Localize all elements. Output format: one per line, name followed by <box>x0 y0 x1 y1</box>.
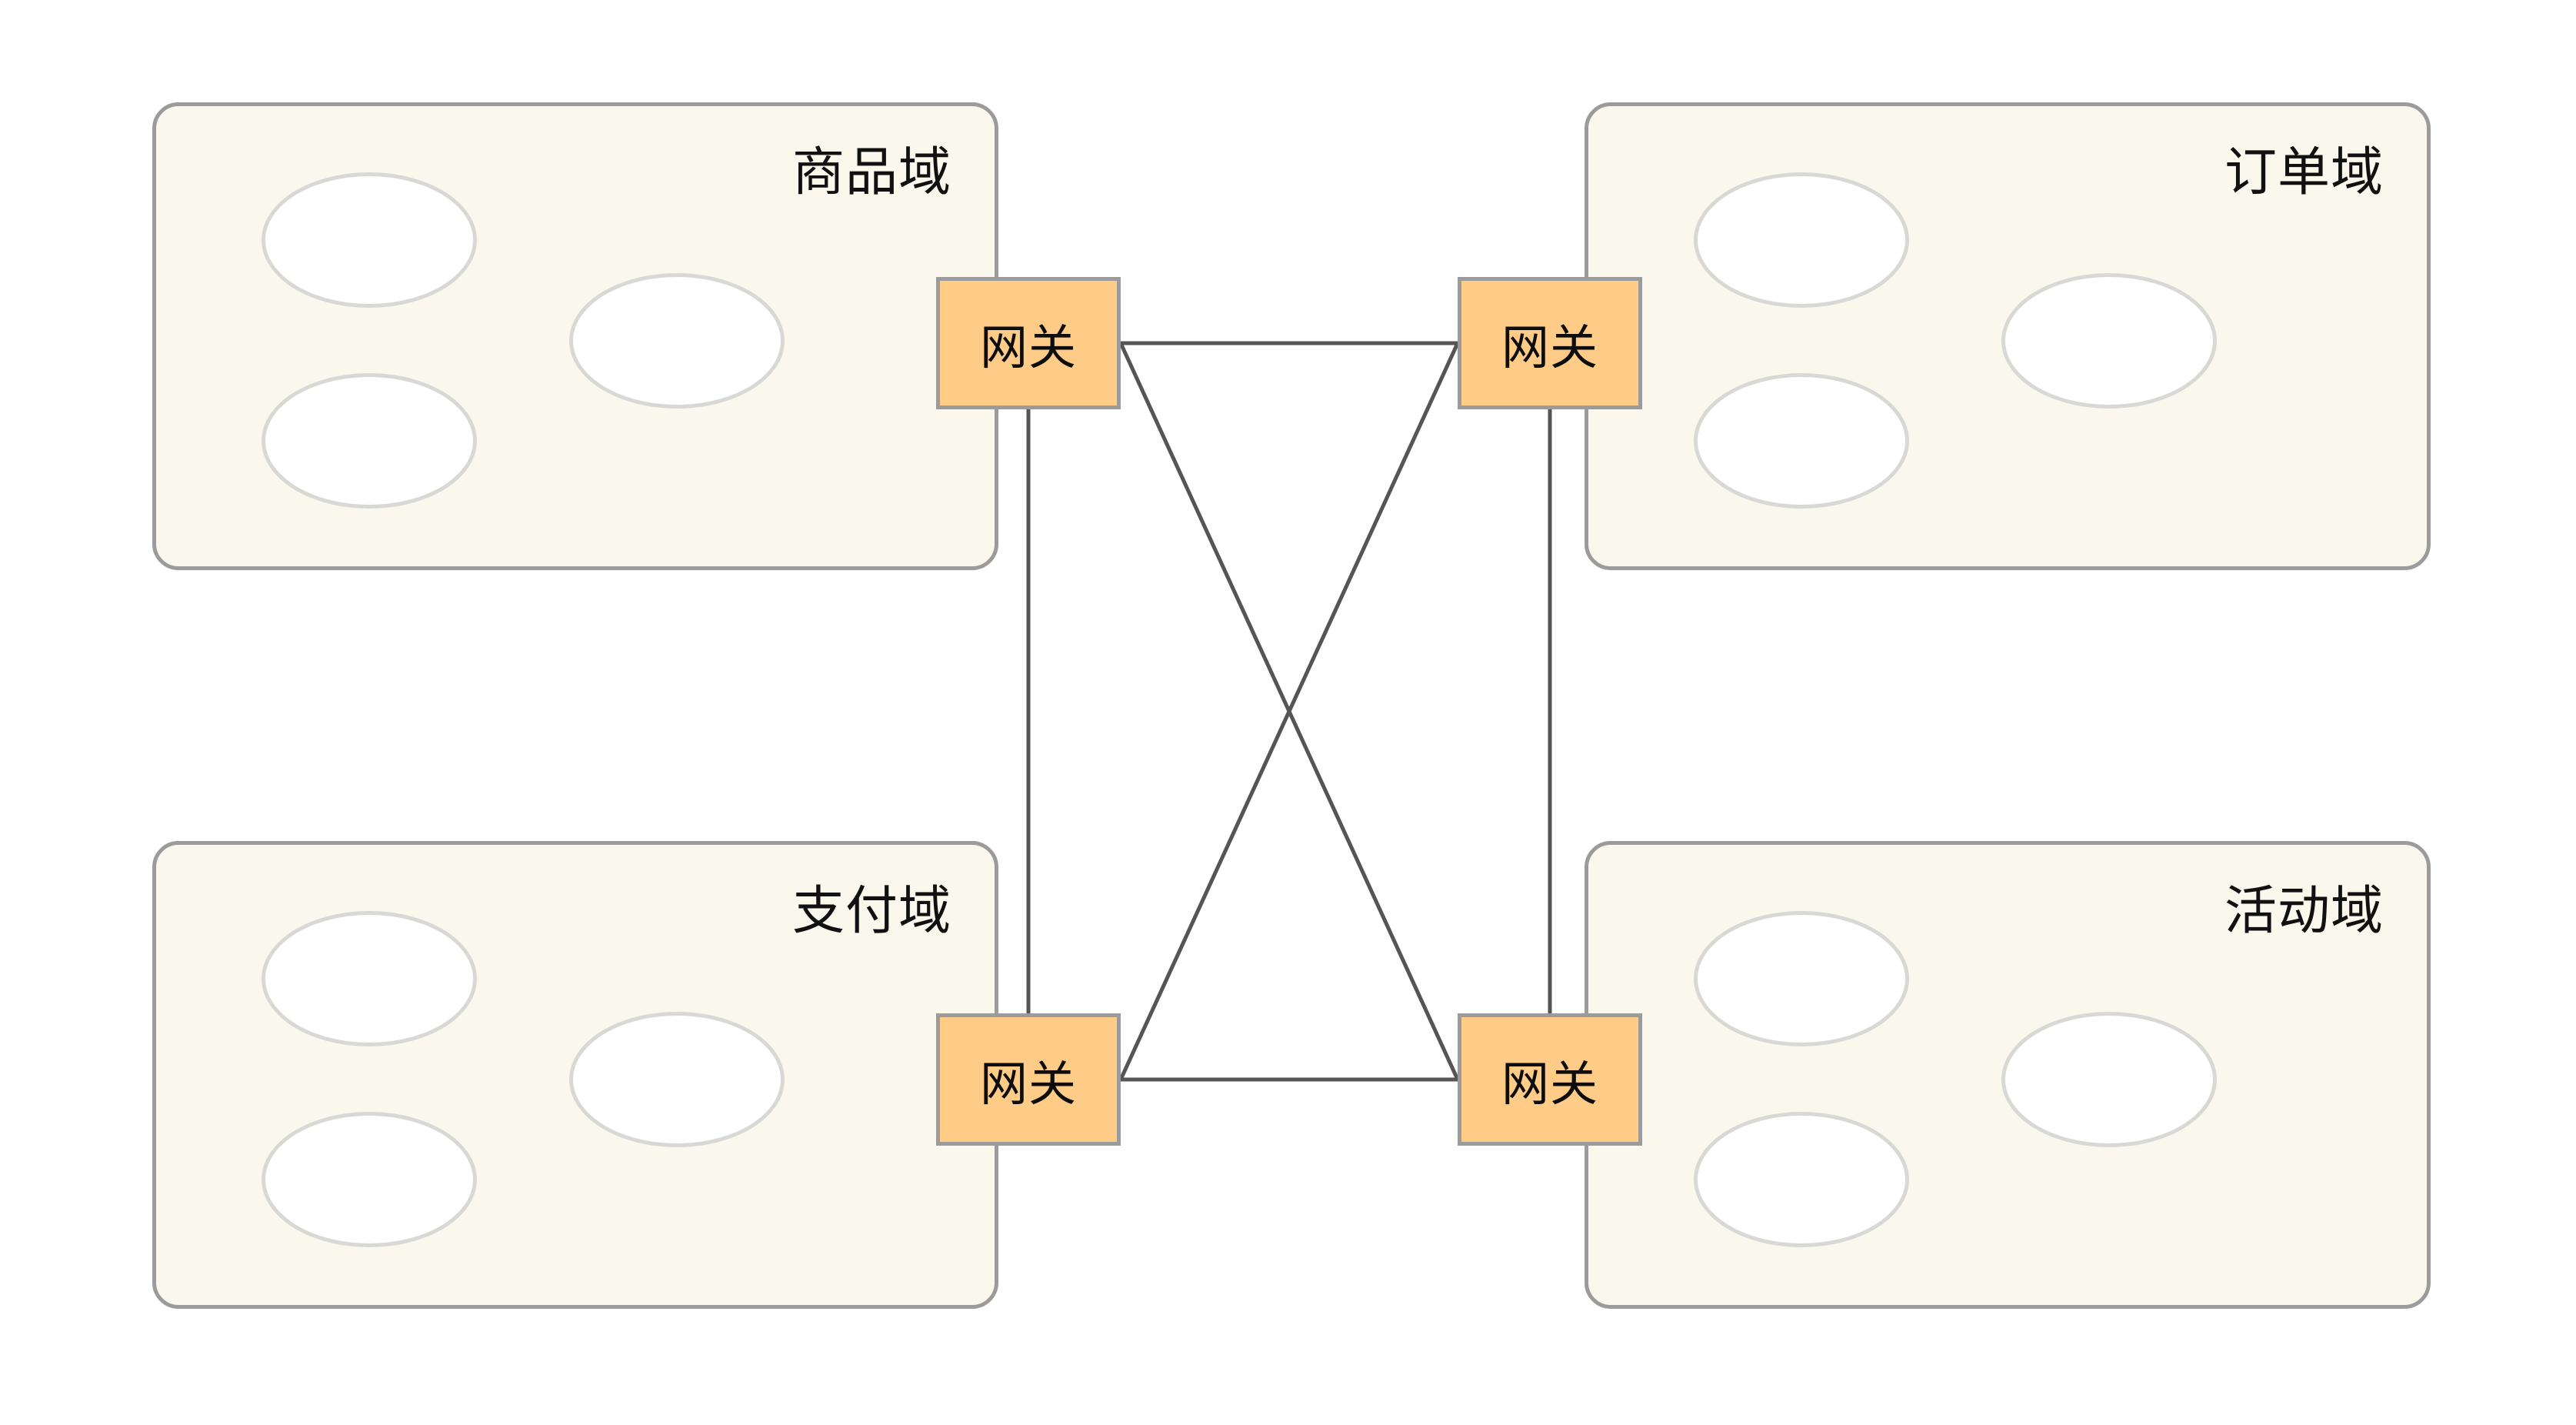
connector-diag-order-payment <box>1118 342 1460 1081</box>
service-node-campaign-1[interactable] <box>1694 911 1909 1046</box>
service-node-product-2[interactable] <box>569 273 785 409</box>
service-node-product-1[interactable] <box>262 172 477 308</box>
service-node-order-2[interactable] <box>2001 273 2217 409</box>
gw-payment[interactable]: 网关 <box>936 1013 1121 1146</box>
service-node-campaign-2[interactable] <box>2001 1012 2217 1147</box>
domain-label-order: 订单域 <box>2224 143 2384 202</box>
domain-container-order[interactable]: 订单域 <box>1585 102 2431 570</box>
service-node-campaign-3[interactable] <box>1694 1112 1909 1247</box>
service-node-payment-3[interactable] <box>262 1112 477 1247</box>
gateway-label: 网关 <box>1501 322 1598 375</box>
service-node-order-3[interactable] <box>1694 373 1909 509</box>
service-node-product-3[interactable] <box>262 373 477 509</box>
domain-label-campaign: 活动域 <box>2224 882 2384 940</box>
domain-label-payment: 支付域 <box>791 882 951 940</box>
gw-order[interactable]: 网关 <box>1458 277 1642 409</box>
gateway-label: 网关 <box>979 322 1077 375</box>
domain-container-product[interactable]: 商品域 <box>152 102 998 570</box>
gw-campaign[interactable]: 网关 <box>1458 1013 1642 1146</box>
connector-diag-product-campaign <box>1118 342 1460 1081</box>
service-node-payment-1[interactable] <box>262 911 477 1046</box>
gw-product[interactable]: 网关 <box>936 277 1121 409</box>
gateway-label: 网关 <box>979 1058 1077 1111</box>
service-node-order-1[interactable] <box>1694 172 1909 308</box>
service-node-payment-2[interactable] <box>569 1012 785 1147</box>
gateway-label: 网关 <box>1501 1058 1598 1111</box>
domain-label-product: 商品域 <box>791 143 951 202</box>
